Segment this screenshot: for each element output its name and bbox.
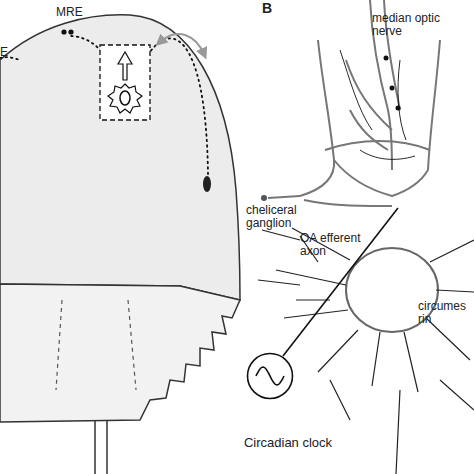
structure-label: median optic nerve: [372, 12, 450, 38]
nerve-detail: [340, 50, 415, 159]
lateral-eye: [203, 176, 211, 192]
brain-outline: [268, 0, 440, 206]
clock-circle: [246, 352, 294, 400]
double-arrow: [160, 34, 204, 54]
clock-leader-line: [283, 208, 398, 356]
eye-label: MRE: [56, 6, 96, 19]
structure-label: OA efferent axon: [300, 232, 372, 258]
cheliceral-ganglion: [261, 195, 267, 201]
optic-nerve-paths: [0, 36, 208, 174]
panel-letter: B: [262, 2, 282, 15]
structure-label: cheliceral ganglion: [246, 204, 312, 230]
eye-label: E: [0, 46, 20, 59]
symbol-label: Circadian clock: [244, 436, 332, 450]
structure-label: circumes rin: [418, 300, 474, 326]
hinge: [0, 196, 180, 200]
median-eyes: [61, 29, 73, 34]
opisthosoma-marks: [56, 300, 136, 390]
clock-symbol: Circadian clock: [246, 352, 294, 400]
horseshoe-crab: [0, 15, 240, 474]
brain-inset: [100, 45, 150, 120]
optic-nerve-dots: [384, 56, 401, 111]
